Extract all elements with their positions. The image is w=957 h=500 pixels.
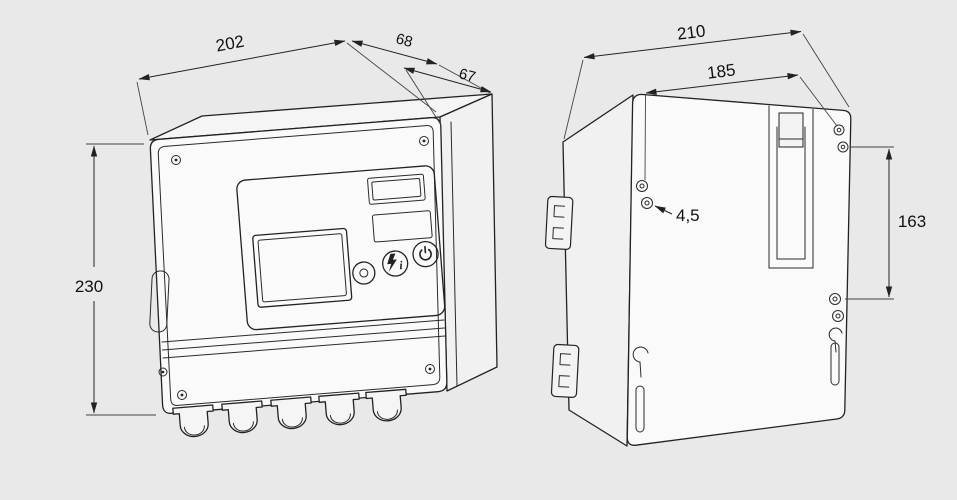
extension-line (802, 33, 850, 108)
panel-frame (236, 165, 446, 331)
label-plate (371, 210, 433, 243)
cable-gland (221, 400, 263, 434)
bracket-hook (778, 112, 804, 148)
display-screen (371, 177, 422, 201)
hinge-tab (550, 343, 580, 398)
screw-icon (425, 364, 435, 374)
mounting-hole (636, 180, 648, 192)
hook-detail (828, 327, 843, 353)
info-i-glyph: i (399, 258, 404, 272)
rear-side-face (562, 94, 634, 447)
display-window (367, 173, 426, 205)
dimensions-rear: 210 185 4,5 163 (563, 21, 926, 300)
extension-line (799, 76, 838, 127)
dimension-line-depth-door (403, 67, 492, 93)
power-icon (419, 248, 432, 261)
vent-slot (830, 342, 840, 386)
mounting-bracket-channel (768, 105, 814, 269)
hinge-tab (544, 195, 574, 250)
dim-label-rear-width: 210 (676, 21, 706, 43)
dimensions-front: 230 202 68 67 (75, 30, 492, 416)
door-seam (161, 327, 445, 351)
dot-icon (359, 268, 369, 278)
cable-gland (270, 396, 312, 430)
screw-icon (419, 136, 429, 146)
mounting-hole (832, 310, 844, 322)
door-seam (161, 319, 445, 343)
hook-detail (632, 346, 649, 378)
extension-line (563, 59, 584, 140)
flange-window (149, 270, 170, 333)
rear-face (626, 93, 852, 446)
side-seam-line (450, 121, 458, 387)
screw-icon (177, 390, 187, 400)
extension-line (136, 81, 149, 136)
front-corner-screws (171, 136, 435, 400)
reset-button (352, 261, 376, 285)
mounting-hole (837, 141, 849, 153)
power-button (412, 240, 439, 268)
control-panel: i (236, 165, 446, 331)
dimension-line-rear-width (583, 29, 802, 60)
flange-screw-icon (158, 367, 168, 377)
extension-line (644, 94, 646, 181)
dimension-line-depth-housing (351, 40, 438, 65)
dim-label-depth-door: 67 (457, 65, 478, 86)
leader-line-hole-diameter (654, 205, 673, 215)
screw-icon (171, 155, 181, 165)
lcd-screen-inner (257, 233, 347, 303)
door-seam (162, 335, 446, 359)
mounting-hole (829, 293, 841, 305)
rear-view (544, 93, 852, 447)
vent-slot (635, 385, 645, 433)
mounting-holes (636, 124, 849, 322)
info-button (382, 250, 409, 277)
mounting-hole (641, 197, 653, 209)
cable-gland (172, 404, 214, 438)
dim-label-hole-diameter: 4,5 (676, 206, 700, 225)
lcd-screen (252, 227, 353, 308)
dimension-line-hole-spacing (645, 73, 799, 95)
mounting-hole (833, 124, 845, 136)
side-flange (149, 270, 170, 333)
lightning-info-icon (387, 253, 397, 273)
front-view: i (149, 93, 498, 438)
dimension-line-front-width (138, 39, 346, 81)
cable-gland (365, 388, 407, 422)
housing-right-face (439, 93, 498, 392)
dim-label-depth-housing: 68 (394, 30, 415, 51)
dim-label-front-width: 202 (214, 32, 245, 56)
keyhole-hooks-and-slots (632, 327, 843, 433)
dim-label-height: 230 (75, 277, 103, 296)
cable-glands (172, 388, 407, 438)
dim-label-hole-spacing: 185 (706, 60, 736, 82)
cable-gland (318, 392, 360, 426)
door-outline (157, 125, 441, 406)
dim-label-hole-rows: 163 (898, 212, 926, 231)
